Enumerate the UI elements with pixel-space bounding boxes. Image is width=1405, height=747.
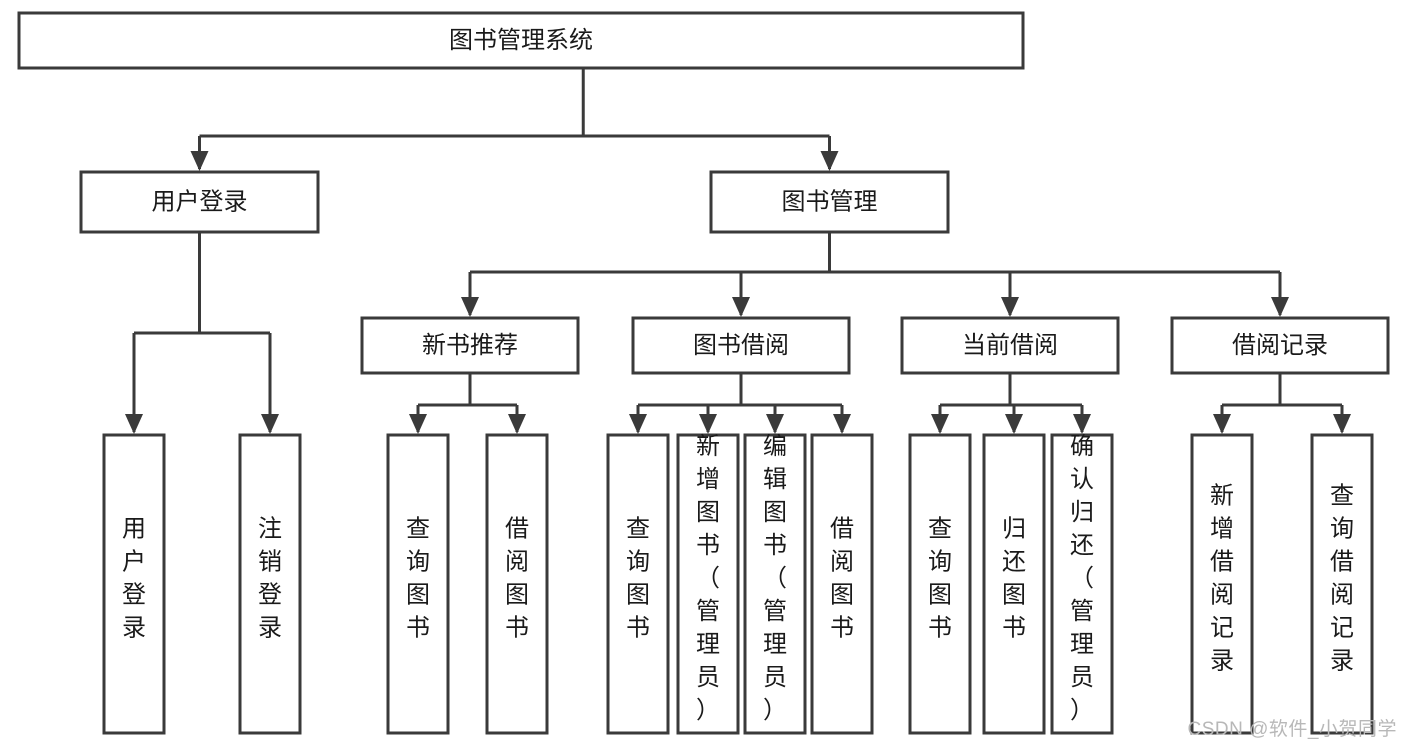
arrow-head-icon xyxy=(1333,414,1351,434)
node-box-user-login xyxy=(79,170,320,234)
node-label-leaf-add-record: 新增借阅记录 xyxy=(1210,483,1234,675)
arrow-head-icon xyxy=(931,414,949,434)
arrow-head-icon xyxy=(125,414,143,434)
node-label-leaf-borrow-book-2: 借阅图书 xyxy=(830,516,854,642)
node-box-leaf-confirm-return xyxy=(1050,433,1114,735)
node-user-login[interactable]: 用户登录 xyxy=(79,170,320,234)
node-label-user-login: 用户登录 xyxy=(152,188,248,215)
node-leaf-borrow-book-1[interactable]: 借阅图书 xyxy=(485,433,549,735)
node-label-book-manage: 图书管理 xyxy=(782,188,878,215)
node-box-root xyxy=(17,11,1025,70)
arrow-head-icon xyxy=(261,414,279,434)
node-box-leaf-query-book-3 xyxy=(908,433,972,735)
arrow-head-icon xyxy=(732,297,750,317)
arrow-head-icon xyxy=(1001,297,1019,317)
node-label-leaf-query-record: 查询借阅记录 xyxy=(1330,483,1354,675)
node-label-leaf-confirm-return: 确认归还（管理员） xyxy=(1070,433,1094,724)
arrow-head-icon xyxy=(833,414,851,434)
node-leaf-user-login[interactable]: 用户登录 xyxy=(102,433,166,735)
arrow-head-icon xyxy=(1213,414,1231,434)
node-label-leaf-borrow-book-1: 借阅图书 xyxy=(505,516,529,642)
node-box-leaf-borrow-book-1 xyxy=(485,433,549,735)
csdn-watermark: CSDN @软件_小贺同学 xyxy=(1187,719,1397,740)
node-label-leaf-query-book-1: 查询图书 xyxy=(406,516,430,642)
node-box-book-manage xyxy=(709,170,950,234)
node-box-book-borrow xyxy=(631,316,851,375)
node-label-book-borrow: 图书借阅 xyxy=(693,332,789,359)
arrow-head-icon xyxy=(1005,414,1023,434)
node-box-leaf-user-login xyxy=(102,433,166,735)
node-label-leaf-edit-book: 编辑图书（管理员） xyxy=(763,433,787,724)
arrow-head-icon xyxy=(461,297,479,317)
node-leaf-add-record[interactable]: 新增借阅记录 xyxy=(1190,433,1254,735)
node-leaf-query-book-3[interactable]: 查询图书 xyxy=(908,433,972,735)
node-leaf-query-book-1[interactable]: 查询图书 xyxy=(386,433,450,735)
node-box-leaf-user-logout xyxy=(238,433,302,735)
arrow-head-icon xyxy=(629,414,647,434)
node-label-leaf-return-book: 归还图书 xyxy=(1002,516,1026,642)
node-book-manage[interactable]: 图书管理 xyxy=(709,170,950,234)
arrow-head-icon xyxy=(1271,297,1289,317)
node-label-current-borrow: 当前借阅 xyxy=(962,332,1058,359)
node-leaf-query-record[interactable]: 查询借阅记录 xyxy=(1310,433,1374,735)
node-leaf-user-logout[interactable]: 注销登录 xyxy=(238,433,302,735)
node-box-leaf-edit-book xyxy=(743,433,807,735)
node-leaf-add-book[interactable]: 新增图书（管理员） xyxy=(676,433,740,735)
node-box-leaf-query-record xyxy=(1310,433,1374,735)
node-borrow-record[interactable]: 借阅记录 xyxy=(1170,316,1390,375)
node-box-leaf-add-record xyxy=(1190,433,1254,735)
node-leaf-borrow-book-2[interactable]: 借阅图书 xyxy=(810,433,874,735)
arrow-head-icon xyxy=(766,414,784,434)
node-box-current-borrow xyxy=(900,316,1120,375)
node-box-borrow-record xyxy=(1170,316,1390,375)
node-label-leaf-add-book: 新增图书（管理员） xyxy=(696,433,720,724)
node-box-leaf-query-book-2 xyxy=(606,433,670,735)
node-leaf-query-book-2[interactable]: 查询图书 xyxy=(606,433,670,735)
connector-lines xyxy=(125,68,1351,434)
node-root[interactable]: 图书管理系统 xyxy=(17,11,1025,70)
node-boxes: 图书管理系统用户登录图书管理新书推荐图书借阅当前借阅借阅记录用户登录注销登录查询… xyxy=(17,11,1390,735)
node-current-borrow[interactable]: 当前借阅 xyxy=(900,316,1120,375)
node-box-leaf-add-book xyxy=(676,433,740,735)
arrow-head-icon xyxy=(699,414,717,434)
arrow-head-icon xyxy=(190,151,209,171)
node-box-leaf-borrow-book-2 xyxy=(810,433,874,735)
node-leaf-edit-book[interactable]: 编辑图书（管理员） xyxy=(743,433,807,735)
node-box-leaf-return-book xyxy=(982,433,1046,735)
node-label-new-book-recommend: 新书推荐 xyxy=(422,332,518,359)
node-label-borrow-record: 借阅记录 xyxy=(1232,332,1328,359)
node-box-leaf-query-book-1 xyxy=(386,433,450,735)
node-new-book-recommend[interactable]: 新书推荐 xyxy=(360,316,580,375)
node-label-leaf-query-book-2: 查询图书 xyxy=(626,516,650,642)
node-label-root: 图书管理系统 xyxy=(449,27,593,54)
arrow-head-icon xyxy=(409,414,427,434)
node-label-leaf-user-login: 用户登录 xyxy=(122,516,146,642)
node-leaf-confirm-return[interactable]: 确认归还（管理员） xyxy=(1050,433,1114,735)
node-leaf-return-book[interactable]: 归还图书 xyxy=(982,433,1046,735)
node-label-leaf-query-book-3: 查询图书 xyxy=(928,516,952,642)
node-book-borrow[interactable]: 图书借阅 xyxy=(631,316,851,375)
node-label-leaf-user-logout: 注销登录 xyxy=(258,516,282,642)
arrow-head-icon xyxy=(1073,414,1091,434)
arrow-head-icon xyxy=(820,151,839,171)
arrow-head-icon xyxy=(508,414,526,434)
node-box-new-book-recommend xyxy=(360,316,580,375)
